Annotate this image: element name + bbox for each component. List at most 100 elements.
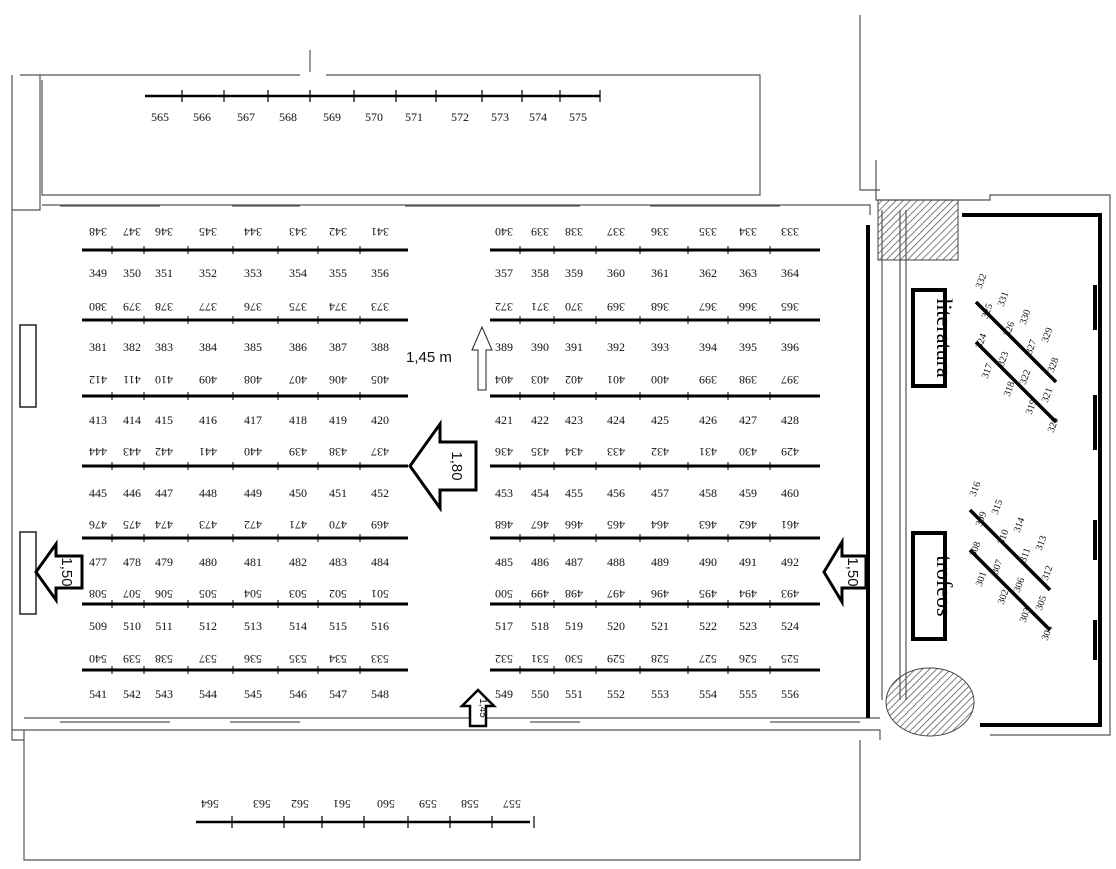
wall-stand-number: 568: [279, 110, 297, 124]
stand-number: 386: [289, 340, 307, 354]
stand-number: 383: [155, 340, 173, 354]
stand-number: 498: [565, 587, 583, 601]
stand-number: 542: [123, 687, 141, 701]
stand-number: 525: [781, 652, 799, 666]
stand-number: 455: [565, 486, 583, 500]
stand-number: 341: [371, 225, 389, 239]
stand-number: 470: [329, 518, 347, 532]
window-left-lower: [19, 531, 37, 615]
stand-number: 464: [651, 518, 669, 532]
stand-number: 496: [651, 587, 669, 601]
stand-number: 460: [781, 486, 799, 500]
stand-number: 409: [199, 373, 217, 387]
stand-number: 373: [371, 300, 389, 314]
annex-stand-number: 307: [990, 558, 1005, 576]
stand-number: 459: [739, 486, 757, 500]
building-walls: [11, 15, 1111, 861]
annex-stand-number: 332: [974, 272, 989, 290]
annex-walls: [866, 213, 1102, 727]
stand-number: 448: [199, 486, 217, 500]
stand-number: 516: [371, 619, 389, 633]
stand-number: 349: [89, 266, 107, 280]
stand-number: 355: [329, 266, 347, 280]
arrow-center-label: 1,80: [448, 451, 465, 480]
stand-number: 514: [289, 619, 307, 633]
stand-number: 509: [89, 619, 107, 633]
stand-number: 339: [531, 225, 549, 239]
stand-number: 360: [607, 266, 625, 280]
stand-number: 393: [651, 340, 669, 354]
stand-number: 532: [495, 652, 513, 666]
annex-stand-line: [974, 340, 1058, 424]
stand-number: 412: [89, 373, 107, 387]
stand-number: 499: [531, 587, 549, 601]
stand-number: 480: [199, 555, 217, 569]
wall-stand-number: 572: [451, 110, 469, 124]
stand-row-lines: [82, 246, 820, 674]
stand-number: 422: [531, 413, 549, 427]
stand-number: 432: [651, 445, 669, 459]
stand-number: 546: [289, 687, 307, 701]
stand-number: 469: [371, 518, 389, 532]
stand-number: 411: [123, 373, 141, 387]
stand-number: 440: [244, 445, 262, 459]
annex-stand-number: 322: [1018, 368, 1033, 386]
stand-number: 466: [565, 518, 583, 532]
stand-number: 352: [199, 266, 217, 280]
stand-number: 416: [199, 413, 217, 427]
stand-number: 395: [739, 340, 757, 354]
stand-number: 358: [531, 266, 549, 280]
stand-number: 419: [329, 413, 347, 427]
stand-number: 447: [155, 486, 173, 500]
stand-number: 414: [123, 413, 141, 427]
stand-number: 521: [651, 619, 669, 633]
stand-number: 503: [289, 587, 307, 601]
stand-number: 371: [531, 300, 549, 314]
annex-stand-number: 327: [1024, 338, 1039, 356]
wall-stand-number: 559: [419, 797, 437, 811]
stand-number: 539: [123, 652, 141, 666]
arrow-center-left: 1,80: [408, 419, 478, 513]
stand-number: 478: [123, 555, 141, 569]
stand-number: 495: [699, 587, 717, 601]
stand-number: 420: [371, 413, 389, 427]
stand-number: 445: [89, 486, 107, 500]
stand-number: 555: [739, 687, 757, 701]
annex-stand-number: 306: [1012, 576, 1027, 594]
stand-number: 359: [565, 266, 583, 280]
stand-number: 413: [89, 413, 107, 427]
stand-number: 536: [244, 652, 262, 666]
stand-number: 429: [781, 445, 799, 459]
stand-number: 553: [651, 687, 669, 701]
stand-number: 392: [607, 340, 625, 354]
stand-number: 482: [289, 555, 307, 569]
annex-stand-number: 313: [1034, 534, 1049, 552]
stand-number: 488: [607, 555, 625, 569]
stand-number: 497: [607, 587, 625, 601]
annex-stand-line: [974, 300, 1058, 384]
stand-number: 472: [244, 518, 262, 532]
stand-number: 431: [699, 445, 717, 459]
arrow-left-exit: 1,50: [34, 539, 84, 605]
stand-number: 340: [495, 225, 513, 239]
stand-number: 479: [155, 555, 173, 569]
stand-number: 334: [739, 225, 757, 239]
annex-stand-number: 329: [1040, 326, 1055, 344]
stand-number: 436: [495, 445, 513, 459]
stand-number: 548: [371, 687, 389, 701]
stand-number: 492: [781, 555, 799, 569]
stand-number: 502: [329, 587, 347, 601]
stand-number: 415: [155, 413, 173, 427]
stand-number: 368: [651, 300, 669, 314]
stand-number: 446: [123, 486, 141, 500]
annex-stand-line: [968, 508, 1052, 592]
aisle-measure-label: 1,45 m: [406, 349, 452, 366]
wall-stand-number: 564: [201, 797, 219, 811]
stand-number: 491: [739, 555, 757, 569]
window-left-upper: [19, 324, 37, 408]
stand-number: 401: [607, 373, 625, 387]
stand-number: 475: [123, 518, 141, 532]
stand-number: 540: [89, 652, 107, 666]
stand-number: 354: [289, 266, 307, 280]
stand-number: 489: [651, 555, 669, 569]
